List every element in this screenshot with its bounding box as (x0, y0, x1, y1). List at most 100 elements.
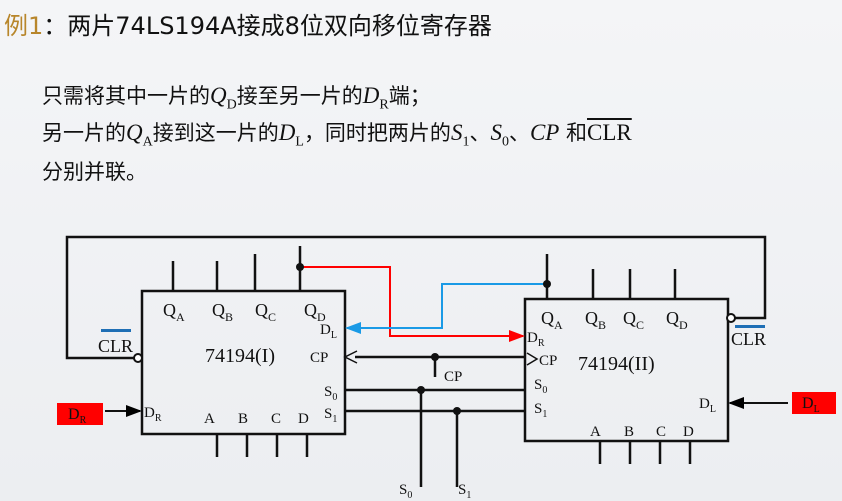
label-text: 0 (542, 385, 547, 396)
chip1-input-pins (215, 434, 309, 457)
label-text: CP (529, 120, 560, 145)
label-text: A (142, 134, 153, 150)
svg-text:DL: DL (699, 396, 716, 415)
label-text: Q (126, 120, 143, 145)
label-text: L (814, 404, 820, 415)
chip-1 (140, 289, 347, 436)
label-text: D (527, 330, 538, 346)
label-text: D (362, 83, 380, 108)
label-text: 、 (469, 121, 491, 145)
clr-bubble-2 (726, 313, 736, 323)
blue-wire-qa-to-dl (345, 283, 547, 334)
label-text: CLR (98, 336, 133, 356)
svg-text:QA: QA (163, 300, 185, 324)
label-text: C (636, 318, 644, 332)
label-text: B (598, 318, 606, 332)
label-text: S (458, 482, 466, 498)
s1-wire (345, 409, 525, 487)
label-text: A (176, 310, 185, 324)
dl-input-label: DL (802, 395, 820, 415)
label-text: B (624, 424, 634, 440)
label-text: 只需将其中一片的 (42, 84, 210, 108)
label-text: A (554, 318, 563, 332)
label-text: Q (255, 300, 268, 320)
label-text: 、 (508, 121, 530, 145)
chip1-label: 74194(I) (205, 345, 275, 367)
label-text: D (317, 310, 326, 324)
label-text: R (379, 97, 389, 113)
label-text: C (268, 310, 276, 324)
label-text: D (298, 411, 309, 427)
body-line-2: 另一片的QA接到这一片的DL，同时把两片的S1、S0、CP 和CLR (42, 117, 632, 151)
label-text: D (699, 396, 710, 412)
label-text: A (590, 424, 601, 440)
label-text: S (450, 120, 463, 145)
label-text: R (80, 415, 87, 426)
label-text: D (68, 406, 80, 423)
label-text: S (490, 120, 502, 145)
label-text: 另一片的 (42, 121, 126, 145)
label-text: 1 (466, 490, 471, 501)
cp-wire (355, 355, 525, 377)
label-text: R (155, 413, 162, 424)
label-text: D (320, 322, 331, 338)
label-text: Q (541, 308, 554, 328)
label-text: 和 (559, 121, 588, 145)
chip2-input-pins (598, 441, 692, 464)
label-text: 1 (332, 414, 337, 425)
svg-text:S0: S0 (534, 377, 547, 396)
label-text: 接至另一片的 (236, 84, 363, 108)
label-text: 0 (501, 134, 509, 150)
svg-text:QB: QB (585, 308, 606, 332)
label-text: 接到这一片的 (152, 121, 279, 145)
label-text: R (538, 338, 545, 349)
clr-bubble-1 (133, 353, 143, 363)
dr-input-box (57, 403, 103, 425)
chip-2 (523, 297, 730, 443)
svg-text:DR: DR (144, 405, 162, 424)
label-text: ，同时把两片的 (303, 121, 451, 145)
label-text: Q (666, 308, 679, 328)
label-text: D (802, 395, 814, 412)
s0-wire (345, 388, 525, 487)
svg-text:S1: S1 (324, 406, 337, 425)
label-text: C (271, 411, 281, 427)
chip1-output-pins (171, 246, 302, 291)
dl-input-box (792, 392, 836, 414)
clr-loop-wire (65, 235, 767, 360)
svg-text:QA: QA (541, 308, 563, 332)
label-text: S (324, 406, 332, 422)
label-text: S (534, 377, 542, 393)
label-text: Q (623, 308, 636, 328)
label-text: B (238, 411, 248, 427)
label-text: Q (304, 300, 317, 320)
svg-text:QC: QC (255, 300, 276, 324)
cp-label: CP (444, 369, 462, 385)
svg-text:DR: DR (527, 330, 545, 349)
example-number: 例1 (4, 12, 44, 40)
slide-title: 例1：两片74LS194A接成8位双向移位寄存器 (4, 6, 492, 41)
label-text: Q (210, 83, 227, 108)
label-text: Q (212, 300, 225, 320)
red-wire-qd-to-dr (300, 266, 525, 342)
label-text: B (225, 310, 233, 324)
label-text: D (278, 120, 296, 145)
label-text: Q (163, 300, 176, 320)
label-text: S (324, 384, 332, 400)
svg-text:S1: S1 (458, 482, 471, 501)
chip2-label: 74194(II) (578, 353, 655, 375)
svg-text:DL: DL (320, 322, 337, 341)
svg-text:QD: QD (304, 300, 326, 324)
chip2-output-pins (545, 254, 677, 299)
label-text: 1 (542, 409, 547, 420)
svg-text:S1: S1 (534, 401, 547, 420)
cp-triangle-2 (526, 352, 539, 366)
cp-triangle-1 (343, 350, 358, 364)
label-text: S (399, 482, 407, 498)
label-text: A (204, 411, 215, 427)
label-text: L (295, 134, 304, 150)
label-text: CLR (731, 329, 766, 349)
label-text: CP (310, 350, 328, 366)
svg-text:S0: S0 (399, 482, 412, 501)
